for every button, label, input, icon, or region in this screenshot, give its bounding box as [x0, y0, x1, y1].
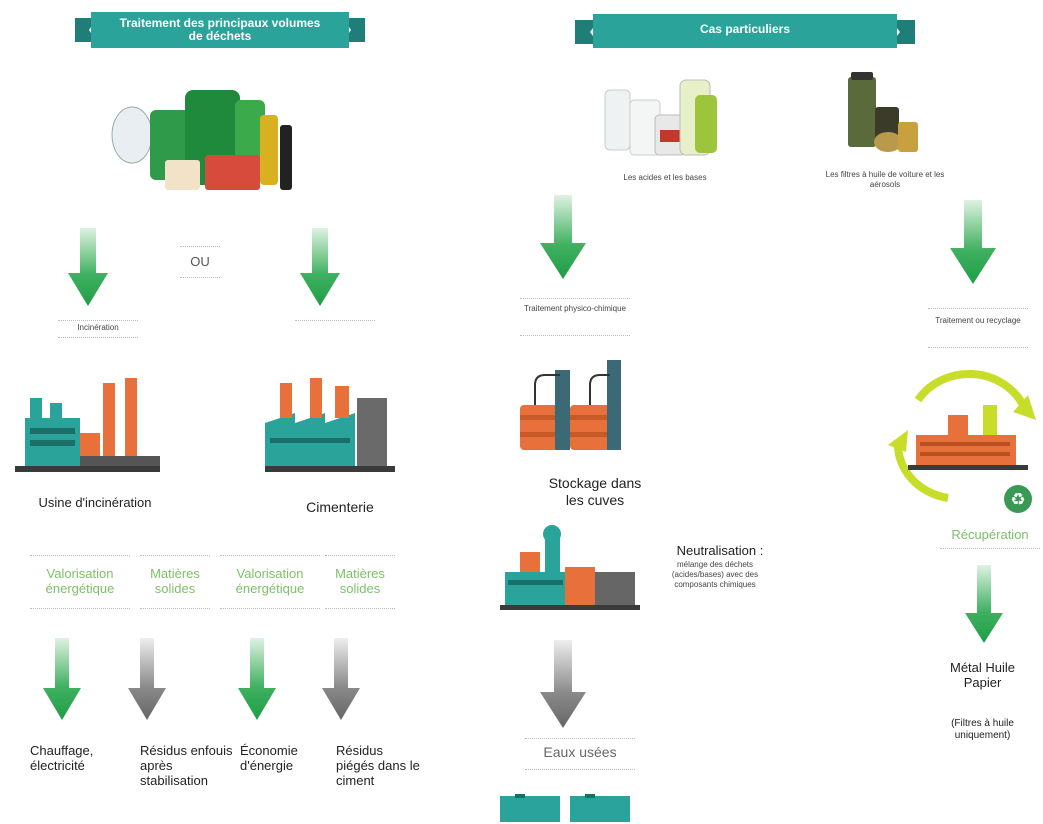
cement-plant-label: Cimenterie	[306, 499, 374, 515]
recycling-treatment-box	[928, 308, 1028, 348]
oil-filters-illustration	[848, 72, 918, 152]
right-banner	[575, 14, 915, 48]
chemical-products-illustration	[111, 90, 292, 190]
cement-label-box	[295, 320, 375, 327]
left-banner	[75, 12, 365, 48]
recovery-box	[940, 518, 1040, 549]
recycle-icon: ♻	[1004, 485, 1032, 513]
green-arrow-output-1	[43, 638, 81, 720]
cement-plant-icon	[265, 378, 395, 472]
output-result-2: Résidus enfouis après stabilisation	[140, 743, 233, 788]
incineration-plant-label: Usine d'incinération	[38, 495, 152, 510]
recovery-label: Récupération	[951, 527, 1029, 542]
gray-arrow-waste-water	[540, 640, 586, 728]
acids-caption: Les acides et les bases	[623, 173, 707, 182]
storage-tanks-icon	[520, 360, 621, 450]
green-arrow-filters	[950, 200, 996, 284]
svg-text:♻: ♻	[1010, 490, 1025, 510]
waste-water-tanks-icon	[500, 794, 630, 822]
output-result-3: Économie d'énergie	[240, 743, 298, 773]
or-label: OU	[190, 254, 210, 269]
output-result-4: Résidus piégés dans le ciment	[336, 743, 420, 788]
neutralisation-description: mélange des déchets (acides/bases) avec …	[671, 560, 759, 589]
right-banner-title: Cas particuliers	[699, 22, 791, 36]
green-arrow-cement	[300, 228, 340, 306]
output-box-4	[325, 555, 395, 609]
output-box-3	[220, 555, 320, 609]
physico-treatment-box	[520, 298, 630, 336]
output-category-4: Matières solides	[335, 566, 385, 596]
incineration-label: Incinération	[77, 323, 119, 332]
green-arrow-incineration	[68, 228, 108, 306]
physico-treatment-label: Traitement physico-chimique	[524, 304, 626, 313]
recovered-materials: Métal Huile Papier	[949, 660, 1016, 690]
or-separator	[180, 246, 220, 278]
incineration-label-box	[58, 320, 138, 338]
storage-label: Stockage dans les cuves	[548, 475, 642, 508]
output-box-1	[30, 555, 130, 609]
gray-arrow-output-4	[322, 638, 360, 720]
recycling-factory-icon	[888, 370, 1036, 502]
filters-caption: Les filtres à huile de voiture et les aé…	[825, 170, 945, 189]
neutralisation-plant-icon	[500, 525, 640, 610]
recycling-treatment-label: Traitement ou recyclage	[935, 316, 1021, 325]
recovered-note: (Filtres à huile uniquement)	[951, 718, 1014, 741]
output-result-1: Chauffage, électricité	[30, 743, 94, 773]
waste-water-box	[525, 738, 635, 770]
output-category-3: Valorisation énergétique	[235, 566, 305, 596]
neutralisation-title: Neutralisation :	[676, 543, 764, 558]
gray-arrow-output-2	[128, 638, 166, 720]
left-banner-title: Traitement des principaux volumes de déc…	[119, 16, 321, 43]
green-arrow-output-3	[238, 638, 276, 720]
output-box-2	[140, 555, 210, 609]
green-arrow-acids	[540, 195, 586, 279]
incineration-plant-icon	[15, 378, 160, 472]
green-arrow-recovery	[965, 565, 1003, 643]
output-category-1: Valorisation énergétique	[45, 566, 115, 596]
waste-water-label: Eaux usées	[543, 744, 617, 760]
acids-bases-illustration	[604, 79, 717, 156]
output-category-2: Matières solides	[150, 566, 200, 596]
